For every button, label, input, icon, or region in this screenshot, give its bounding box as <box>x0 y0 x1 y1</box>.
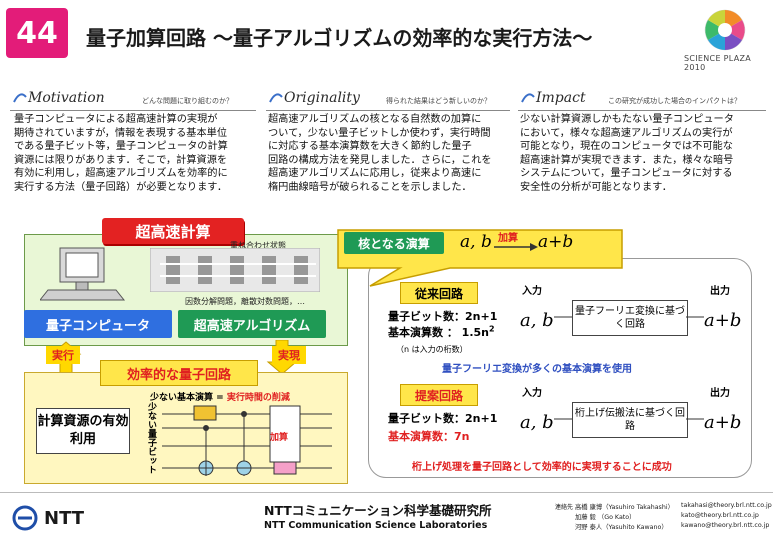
impact-title: Impact <box>536 90 586 106</box>
lab-name-jp: NTTコミュニケーション科学基礎研究所 <box>264 503 492 518</box>
core-ab: a, b <box>460 232 492 252</box>
poster-number: 44 <box>6 8 68 58</box>
proposed-wires <box>554 418 704 420</box>
contact-name: 河野 泰人（Yasuhito Kawano） <box>575 524 668 531</box>
core-a-plus-b: a+b <box>538 232 574 252</box>
computer-icon <box>40 247 126 301</box>
fast-algorithm-label: 超高速アルゴリズム <box>178 310 326 338</box>
body-line: システムについて，量子コンピュータに対する <box>520 168 733 180</box>
proposed-caption: 桁上げ処理を量子回路として効率的に実現することに成功 <box>412 462 672 473</box>
proposed-input-label: 入力 <box>522 388 542 399</box>
conventional-wires <box>554 316 704 318</box>
contact-email[interactable]: takahasi@theory.brl.ntt.co.jp <box>681 502 772 509</box>
conventional-caption: 量子フーリエ変換が多くの基本演算を使用 <box>442 364 632 375</box>
contact-name: 高橋 康博（Yasuhiro Takahashi） <box>575 504 674 511</box>
conventional-ops: 基本演算数 ： 1.5n2 <box>388 324 495 340</box>
body-line: 超高速計算が実現できます．また，様々な暗号 <box>520 154 734 166</box>
body-line: 超高速アルゴリズムに応用し，従来より高速に <box>268 168 482 180</box>
equals-label: = <box>216 393 224 403</box>
conventional-qubits: 量子ビット数：2n+1 <box>388 310 498 323</box>
proposed-output: a+b <box>704 412 742 433</box>
proposed-qubits: 量子ビット数：2n+1 <box>388 412 498 425</box>
body-line: 安全性の分析が可能となります． <box>520 181 673 193</box>
body-line: 少ない計算資源しかもたない量子コンピュータ <box>520 114 734 125</box>
impact-header: Impact この研究が成功した場合のインパクトは？ <box>518 88 766 111</box>
proposed-label: 提案回路 <box>400 384 478 406</box>
body-line: 楕円曲線暗号が破られることを示しました． <box>268 181 472 193</box>
conventional-input: a, b <box>520 310 554 331</box>
ntt-logo-icon <box>12 505 38 531</box>
motivation-title: Motivation <box>28 90 105 106</box>
gate-box <box>193 405 217 421</box>
body-line: 可能となり，現在のコンピュータでは不可能な <box>520 141 733 153</box>
qft-circuit-box: 量子フーリエ変換に基づく回路 <box>572 300 688 336</box>
originality-body: 超高速アルゴリズムの核となる自然数の加算に ついて，少ない量子ビットしか使わず，… <box>268 113 518 195</box>
originality-header: Originality 得られた結果はどう新しいのか？ <box>266 88 510 111</box>
body-line: である量子ビット等，量子コンピュータの計算 <box>14 141 228 153</box>
originality-question: 得られた結果はどう新しいのか？ <box>386 97 491 105</box>
reduce-time-label: 実行時間の削減 <box>226 393 290 403</box>
originality-title: Originality <box>284 90 360 106</box>
proposed-input: a, b <box>520 412 554 433</box>
fast-computation-banner: 超高速計算 <box>102 218 244 244</box>
conventional-ops-text: 基本演算数 ： 1.5n <box>388 326 489 339</box>
body-line: 資源には限りがあります．そこで，計算資源を <box>14 154 228 166</box>
question-mark-icon <box>269 93 283 103</box>
arrow-right-icon <box>494 243 538 251</box>
body-line: ついて，少ない量子ビットしか使わず，実行時間 <box>268 127 491 139</box>
superposition-label: 重ね合わせ状態 <box>230 241 286 250</box>
body-line: に対応する基本演算数を大きく節約した量子 <box>268 141 472 153</box>
conventional-output-label: 出力 <box>710 286 730 297</box>
footer-divider <box>0 492 773 493</box>
contact-email[interactable]: kawano@theory.brl.ntt.co.jp <box>681 522 770 529</box>
problems-label: 因数分解問題，離散対数問題，… <box>185 297 305 306</box>
science-plaza-logo <box>704 9 746 51</box>
lab-name-en: NTT Communication Science Laboratories <box>264 520 488 531</box>
body-line: 回路の構成方法を発見しました．さらに，これを <box>268 154 492 166</box>
body-line: 実行する方法（量子回路）が必要となります． <box>14 181 228 193</box>
ntt-logo-text: NTT <box>44 507 85 529</box>
conventional-ops-exp: 2 <box>488 324 495 334</box>
impact-body: 少ない計算資源しかもたない量子コンピュータ において，様々な超高速アルゴリズムの… <box>520 113 770 195</box>
conventional-label: 従来回路 <box>400 282 478 304</box>
few-ops-row: 少ない基本演算 = 実行時間の削減 <box>150 390 290 403</box>
adder-gate-label: 加算 <box>270 433 289 443</box>
body-line: 有効に利用し，超高速アルゴリズムを効率的に <box>14 168 228 180</box>
body-line: において，様々な超高速アルゴリズムの実行が <box>520 127 733 139</box>
contact-label: 連絡先 <box>555 504 574 511</box>
proposed-ops: 基本演算数：7n <box>388 430 470 443</box>
conventional-input-label: 入力 <box>522 286 542 297</box>
ntt-logo: NTT <box>12 505 84 531</box>
motivation-header: Motivation どんな問題に取り組むのか？ <box>10 88 256 111</box>
efficient-circuit-label: 効率的な量子回路 <box>100 360 258 386</box>
conventional-note: （n は入力の桁数） <box>396 345 468 354</box>
few-ops-label: 少ない基本演算 <box>150 393 214 403</box>
core-op-label: 核となる演算 <box>344 232 444 254</box>
conventional-output: a+b <box>704 310 742 331</box>
quantum-circuit <box>162 405 332 476</box>
contact-email[interactable]: kato@theory.brl.ntt.co.jp <box>681 512 759 519</box>
body-line: 量子コンピュータによる超高速計算の実現が <box>14 114 218 125</box>
superposition-digits <box>150 248 320 292</box>
impact-question: この研究が成功した場合のインパクトは？ <box>608 97 741 105</box>
contact-name: 加藤 毅 （Go Kato） <box>575 514 636 521</box>
realize-label: 実現 <box>272 346 306 364</box>
science-plaza-text: SCIENCE PLAZA 2010 <box>684 54 752 72</box>
quantum-computer-label: 量子コンピュータ <box>24 310 172 338</box>
motivation-question: どんな問題に取り組むのか？ <box>142 97 233 105</box>
proposed-output-label: 出力 <box>710 388 730 399</box>
few-qubits-label: 少ない量子ビット <box>146 402 156 474</box>
core-add-label: 加算 <box>498 233 518 244</box>
body-line: 期待されていますが，情報を表現する基本単位 <box>14 127 228 139</box>
body-line: 超高速アルゴリズムの核となる自然数の加算に <box>268 114 482 125</box>
question-mark-icon <box>13 93 27 103</box>
question-mark-icon <box>521 93 535 103</box>
motivation-body: 量子コンピュータによる超高速計算の実現が 期待されていますが，情報を表現する基本… <box>14 113 264 195</box>
resource-use-box: 計算資源の有効利用 <box>36 408 130 454</box>
poster-title: 量子加算回路 〜量子アルゴリズムの効率的な実行方法〜 <box>86 26 593 50</box>
carry-circuit-box: 桁上げ伝搬法に基づく回路 <box>572 402 688 438</box>
execute-label: 実行 <box>46 346 80 364</box>
